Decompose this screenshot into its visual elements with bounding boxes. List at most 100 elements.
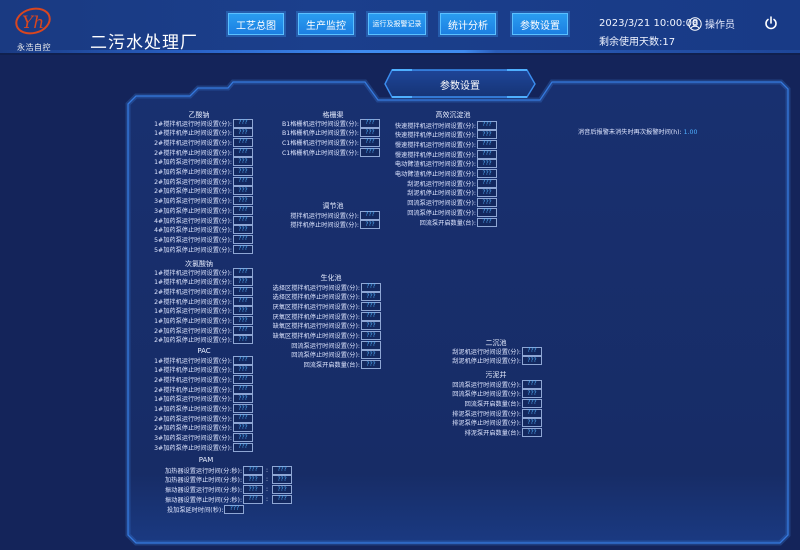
param-input[interactable]: ??? xyxy=(522,428,542,437)
param-label: 4#加药泵运行时间设置(分): xyxy=(154,217,232,225)
nav-production-monitor[interactable]: 生产监控 xyxy=(298,13,354,35)
param-input[interactable]: ??? xyxy=(233,205,253,215)
param-input[interactable]: ??? xyxy=(233,267,253,277)
param-input[interactable]: ??? xyxy=(361,321,381,331)
param-input[interactable]: ??? xyxy=(477,169,497,178)
param-input[interactable]: ??? xyxy=(360,147,380,157)
param-input[interactable]: ??? xyxy=(233,186,253,196)
alarm-repeat-value[interactable]: 1.00 xyxy=(683,129,698,136)
param-row: 搅拌机停止时间设置(分):??? xyxy=(290,220,380,230)
param-input[interactable]: ??? xyxy=(361,360,381,370)
param-input[interactable]: ??? xyxy=(233,176,253,186)
param-input[interactable]: ??? xyxy=(233,286,253,296)
minutes-input[interactable]: ??? xyxy=(243,475,264,485)
param-input[interactable]: ??? xyxy=(233,196,253,206)
param-input[interactable]: ??? xyxy=(361,350,381,360)
param-input[interactable]: ??? xyxy=(522,379,542,389)
param-input[interactable]: ??? xyxy=(233,384,253,394)
param-input[interactable]: ??? xyxy=(477,178,497,188)
param-input[interactable]: ??? xyxy=(360,137,380,147)
param-input[interactable]: ??? xyxy=(477,207,497,217)
minutes-input[interactable]: ??? xyxy=(243,494,264,504)
param-input[interactable]: ??? xyxy=(360,128,380,138)
nav-parameter-settings[interactable]: 参数设置 xyxy=(512,13,568,35)
param-input[interactable]: ??? xyxy=(522,356,542,366)
minutes-input[interactable]: ??? xyxy=(243,465,264,475)
param-row: C1格栅机停止时间设置(分):??? xyxy=(282,147,380,157)
param-input[interactable]: ??? xyxy=(233,374,253,384)
param-input[interactable]: ??? xyxy=(233,225,253,235)
param-input[interactable]: ??? xyxy=(522,398,542,408)
param-input[interactable]: ??? xyxy=(360,210,380,220)
nav-process-overview[interactable]: 工艺总图 xyxy=(228,13,284,35)
param-input[interactable]: ??? xyxy=(522,418,542,428)
param-input[interactable]: ??? xyxy=(233,234,253,244)
param-input[interactable]: ??? xyxy=(233,394,253,404)
param-label: 刮泥机运行时间设置(分): xyxy=(407,180,476,188)
param-input[interactable]: ??? xyxy=(233,413,253,423)
param-input[interactable]: ??? xyxy=(233,296,253,306)
param-input[interactable]: ??? xyxy=(233,157,253,167)
param-label: 3#加药泵停止时间设置(分): xyxy=(154,207,232,215)
param-row: 1#加药泵停止时间设置(分):??? xyxy=(154,316,253,326)
param-input[interactable]: ??? xyxy=(233,404,253,413)
param-input[interactable]: ??? xyxy=(477,188,497,198)
param-input[interactable]: ??? xyxy=(360,118,380,128)
param-input[interactable]: ??? xyxy=(233,335,253,345)
seconds-input[interactable]: ??? xyxy=(272,475,293,485)
param-input[interactable]: ??? xyxy=(233,325,253,335)
minutes-input[interactable]: ??? xyxy=(243,485,264,495)
param-input[interactable]: ??? xyxy=(233,316,253,325)
param-input[interactable]: ??? xyxy=(233,118,253,128)
group-title-grille-channel: 格栅渠 xyxy=(322,111,344,119)
param-input[interactable]: ??? xyxy=(477,139,497,149)
param-label: 快速搅拌机运行时间设置(分): xyxy=(394,122,476,130)
param-input[interactable]: ??? xyxy=(233,244,253,254)
param-input[interactable]: ??? xyxy=(522,389,542,399)
nav-statistics[interactable]: 统计分析 xyxy=(440,13,496,35)
param-row: 3#加药泵停止时间设置(分):??? xyxy=(154,442,253,452)
param-input[interactable]: ??? xyxy=(233,355,253,365)
param-input[interactable]: ??? xyxy=(477,149,497,159)
param-label: 振动器设置运行时间(分:秒): xyxy=(165,487,243,495)
param-row: 1#加药泵运行时间设置(分):??? xyxy=(154,306,253,316)
param-input[interactable]: ??? xyxy=(233,423,253,433)
param-input[interactable]: ??? xyxy=(233,433,253,443)
param-input[interactable]: ??? xyxy=(522,408,542,418)
param-label: 2#加药泵停止时间设置(分): xyxy=(154,337,232,345)
seconds-input[interactable]: ??? xyxy=(272,485,293,495)
param-input[interactable]: ??? xyxy=(522,346,542,356)
param-input[interactable]: ??? xyxy=(233,365,253,375)
nav-run-alarm-records[interactable]: 运行及报警记录 xyxy=(368,13,426,35)
param-input[interactable]: ??? xyxy=(477,130,497,140)
param-row: 1#加药泵运行时间设置(分):??? xyxy=(154,394,253,404)
param-input[interactable]: ??? xyxy=(361,331,381,340)
param-input[interactable]: ??? xyxy=(477,159,497,169)
param-input[interactable]: ??? xyxy=(360,220,380,230)
param-input[interactable]: ??? xyxy=(477,198,497,208)
param-input[interactable]: ??? xyxy=(233,167,253,176)
param-input[interactable]: ??? xyxy=(361,311,381,321)
param-input[interactable]: ??? xyxy=(477,120,497,130)
param-input[interactable]: ??? xyxy=(361,282,381,292)
param-row: 慢速搅拌机运行时间设置(分):??? xyxy=(395,139,497,149)
seconds-input[interactable]: ??? xyxy=(272,494,293,504)
group-title-sludge-well: 污泥井 xyxy=(485,371,507,379)
delay-input[interactable]: ??? xyxy=(224,504,245,514)
param-input[interactable]: ??? xyxy=(233,128,253,138)
param-input[interactable]: ??? xyxy=(361,340,381,350)
param-input[interactable]: ??? xyxy=(233,442,253,452)
param-input[interactable]: ??? xyxy=(233,277,253,287)
param-input[interactable]: ??? xyxy=(233,215,253,225)
power-button[interactable] xyxy=(764,15,778,35)
param-input[interactable]: ??? xyxy=(233,306,253,316)
param-label: 1#搅拌机停止时间设置(分): xyxy=(154,367,232,375)
param-input[interactable]: ??? xyxy=(361,301,381,311)
param-input[interactable]: ??? xyxy=(233,137,253,147)
param-input[interactable]: ??? xyxy=(477,217,497,227)
param-input[interactable]: ??? xyxy=(233,147,253,157)
svg-text:Yh: Yh xyxy=(22,13,44,33)
param-input[interactable]: ??? xyxy=(361,292,381,302)
seconds-input[interactable]: ??? xyxy=(272,465,293,475)
user-menu[interactable]: 操作员 xyxy=(688,16,735,31)
